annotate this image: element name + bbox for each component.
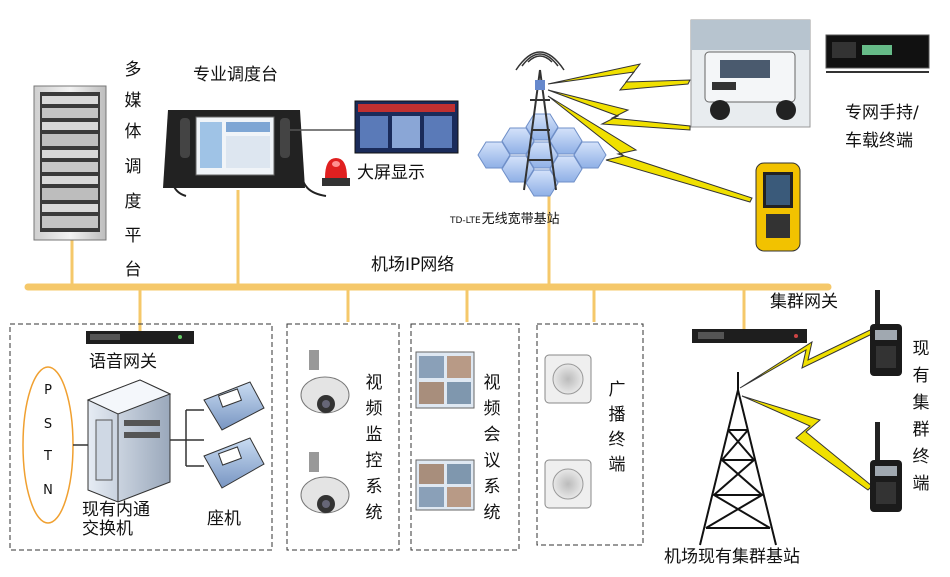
broadcast-box — [536, 323, 644, 546]
trunk-tower-icon — [699, 372, 777, 546]
svg-text:台: 台 — [125, 260, 142, 280]
svg-text:系: 系 — [484, 477, 501, 497]
server-rack-icon — [33, 85, 107, 241]
video-surveillance-label: 视 频 监 控 系 统 — [366, 373, 383, 523]
trunk-wireless-links — [739, 329, 873, 491]
camera-icon — [300, 350, 350, 514]
video-surveillance-box — [286, 323, 400, 551]
svg-text:端: 端 — [913, 474, 930, 494]
svg-text:现: 现 — [913, 339, 930, 359]
desk-phone-icon — [203, 381, 265, 489]
svg-text:频: 频 — [366, 399, 383, 419]
video-conference-screen-icon — [415, 351, 475, 511]
svg-text:端: 端 — [609, 455, 626, 475]
voice-system-box — [9, 323, 273, 551]
svg-text:广: 广 — [609, 380, 626, 400]
svg-text:调: 调 — [125, 157, 142, 177]
video-conference-box — [410, 323, 520, 551]
svg-text:多: 多 — [125, 60, 142, 80]
trunk-gateway-icon — [692, 329, 807, 343]
svg-text:专网手持/: 专网手持/ — [845, 103, 919, 123]
svg-text:集: 集 — [913, 393, 930, 413]
trunk-terminals-label: 现 有 集 群 终 端 — [913, 339, 930, 494]
speaker-icon — [544, 354, 592, 509]
vehicle-radio-icon — [825, 34, 930, 73]
lte-base-label: TD-LTE无线宽带基站 — [449, 211, 560, 227]
voice-gateway-icon — [86, 331, 194, 344]
pstn-label: P S T N — [43, 383, 53, 498]
voice-gateway-label: 语音网关 — [89, 352, 157, 372]
bus-drops — [70, 190, 746, 332]
pbx-switch-label: 现有内通 交换机 — [82, 500, 150, 539]
svg-text:平: 平 — [125, 226, 142, 246]
pbx-switch-icon — [86, 379, 172, 503]
svg-text:媒: 媒 — [125, 91, 142, 111]
svg-text:车载终端: 车载终端 — [845, 131, 913, 151]
svg-text:播: 播 — [609, 405, 626, 425]
handheld-terminal-icon — [755, 162, 801, 252]
broadcast-label: 广 播 终 端 — [609, 380, 626, 475]
ip-network-label: 机场IP网络 — [371, 255, 454, 275]
svg-text:度: 度 — [125, 192, 142, 212]
svg-text:系: 系 — [366, 477, 383, 497]
svg-text:交换机: 交换机 — [82, 519, 133, 539]
private-terminal-label: 专网手持/ 车载终端 — [845, 103, 919, 151]
dispatch-console-label: 专业调度台 — [193, 65, 278, 85]
svg-text:控: 控 — [366, 451, 383, 471]
big-screen-icon — [354, 100, 459, 154]
big-screen-label: 大屏显示 — [357, 163, 425, 183]
vehicle-icon — [690, 19, 811, 128]
trunk-base-label: 机场现有集群基站 — [664, 547, 800, 567]
svg-text:P: P — [44, 383, 52, 398]
lte-wireless-links — [547, 63, 753, 203]
svg-text:统: 统 — [484, 503, 501, 523]
walkie-talkie-icon — [870, 290, 902, 512]
svg-text:议: 议 — [484, 451, 501, 471]
svg-text:T: T — [43, 449, 52, 464]
svg-text:群: 群 — [913, 420, 930, 440]
svg-text:监: 监 — [366, 425, 383, 445]
svg-text:N: N — [43, 483, 53, 498]
svg-text:会: 会 — [484, 425, 501, 445]
phone-links — [170, 409, 204, 467]
svg-text:终: 终 — [913, 447, 930, 467]
dispatch-console-icon — [163, 110, 356, 197]
phone-label: 座机 — [207, 509, 241, 529]
svg-text:统: 统 — [366, 503, 383, 523]
svg-text:视: 视 — [484, 373, 501, 393]
svg-text:现有内通: 现有内通 — [82, 500, 150, 520]
trunk-gateway-label: 集群网关 — [770, 292, 838, 312]
svg-text:终: 终 — [609, 430, 626, 450]
lte-tower-icon — [477, 51, 607, 197]
video-conference-label: 视 频 会 议 系 统 — [484, 373, 501, 523]
svg-text:频: 频 — [484, 399, 501, 419]
multimedia-platform-label: 多 媒 体 调 度 平 台 — [125, 60, 142, 280]
svg-text:有: 有 — [913, 366, 930, 386]
alarm-light-icon — [322, 158, 350, 186]
svg-text:视: 视 — [366, 373, 383, 393]
svg-text:S: S — [44, 417, 52, 432]
svg-text:体: 体 — [125, 122, 142, 142]
